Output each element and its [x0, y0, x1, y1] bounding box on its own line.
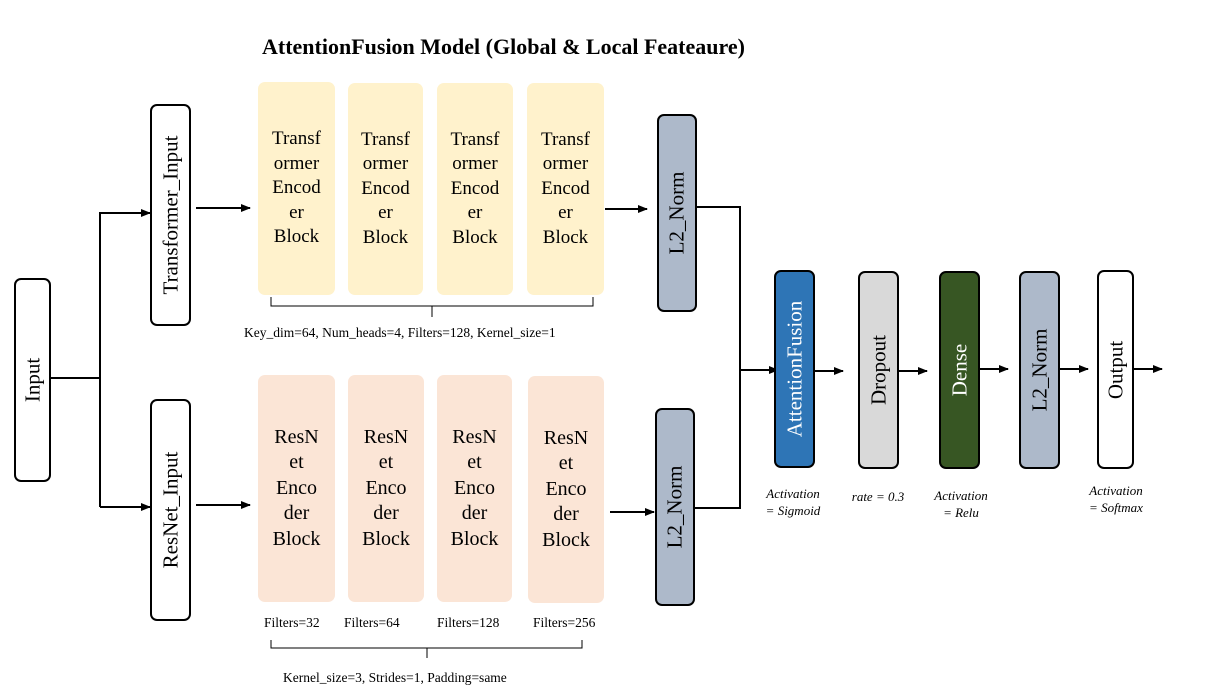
resnet-input-label: ResNet_Input — [158, 451, 182, 569]
dense-node: Dense — [939, 271, 980, 469]
attention-fusion-node: AttentionFusion — [774, 270, 815, 468]
transformer-bracket — [270, 297, 594, 317]
l2-norm-bottom-node: L2_Norm — [655, 408, 695, 606]
transformer-input-label: Transformer_Input — [158, 135, 182, 295]
l2-norm-bottom-label: L2_Norm — [662, 465, 687, 549]
resnet-filters-2: Filters=64 — [344, 615, 400, 630]
diagram-title: AttentionFusion Model (Global & Local Fe… — [262, 34, 745, 59]
dropout-label: Dropout — [866, 335, 890, 405]
resnet-filters-3: Filters=128 — [437, 615, 500, 630]
resnet-input-node: ResNet_Input — [150, 399, 191, 621]
dense-activation: Activation = Relu — [934, 488, 988, 520]
dense-label: Dense — [947, 343, 971, 397]
l2-norm-final-label: L2_Norm — [1027, 328, 1051, 412]
dropout-rate: rate = 0.3 — [851, 489, 905, 504]
transformer-input-node: Transformer_Input — [150, 104, 191, 326]
output-node: Output — [1097, 270, 1134, 469]
resnet-params-caption: Kernel_size=3, Strides=1, Padding=same — [283, 670, 507, 685]
attention-fusion-label: AttentionFusion — [782, 300, 806, 438]
resnet-filters-4: Filters=256 — [533, 615, 596, 630]
input-node: Input — [14, 278, 51, 482]
dropout-node: Dropout — [858, 271, 899, 469]
l2-norm-top-node: L2_Norm — [657, 114, 697, 312]
output-activation: Activation = Softmax — [1089, 483, 1143, 515]
resnet-bracket — [270, 640, 583, 658]
transformer-params-caption: Key_dim=64, Num_heads=4, Filters=128, Ke… — [244, 325, 556, 340]
input-label: Input — [20, 357, 44, 403]
output-label: Output — [1103, 340, 1127, 399]
resnet-filters-1: Filters=32 — [264, 615, 320, 630]
attention-fusion-activation: Activation = Sigmoid — [765, 486, 821, 518]
l2-norm-top-label: L2_Norm — [664, 171, 689, 255]
l2-norm-final-node: L2_Norm — [1019, 271, 1060, 469]
